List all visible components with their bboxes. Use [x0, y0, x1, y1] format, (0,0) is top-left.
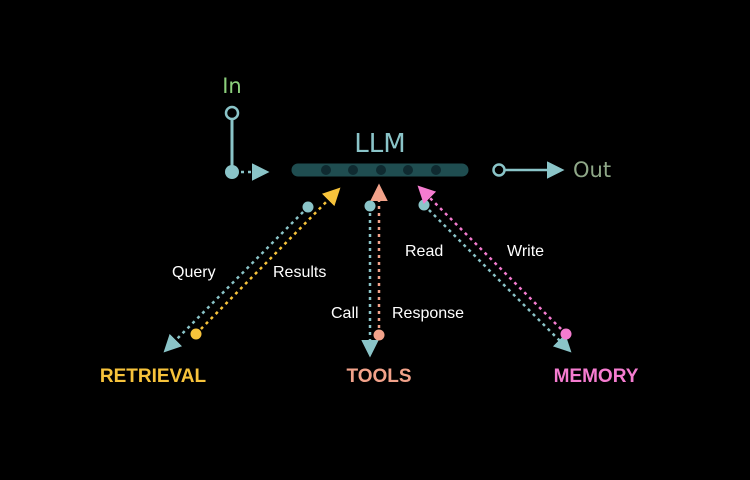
results-arrow — [195, 187, 341, 335]
write-label: Write — [507, 243, 544, 260]
tools-label: TOOLS — [346, 366, 411, 387]
response-label: Response — [392, 305, 464, 322]
input-node — [225, 165, 239, 179]
output-label: Out — [573, 158, 611, 182]
llm-unit-dot — [376, 165, 386, 175]
query-arrow — [163, 206, 309, 353]
input-port-icon — [224, 105, 240, 121]
llm-unit-dot — [321, 165, 331, 175]
llm-unit-dot — [348, 165, 358, 175]
llm-unit-dot — [403, 165, 413, 175]
output-port-icon — [492, 163, 506, 177]
llm-unit-dot — [431, 165, 441, 175]
memory-label: MEMORY — [554, 366, 639, 387]
read-arrow — [423, 204, 572, 353]
results-origin-dot — [190, 328, 202, 340]
llm-title: LLM — [354, 129, 405, 159]
read-origin-dot — [418, 199, 430, 211]
response-origin-dot — [373, 329, 385, 341]
retrieval-label: RETRIEVAL — [100, 366, 207, 387]
read-label: Read — [405, 243, 443, 260]
query-origin-dot — [302, 201, 314, 213]
results-label: Results — [273, 264, 326, 281]
query-label: Query — [172, 264, 216, 281]
call-origin-dot — [364, 200, 376, 212]
write-origin-dot — [560, 328, 572, 340]
call-label: Call — [331, 305, 359, 322]
input-label: In — [222, 74, 242, 98]
